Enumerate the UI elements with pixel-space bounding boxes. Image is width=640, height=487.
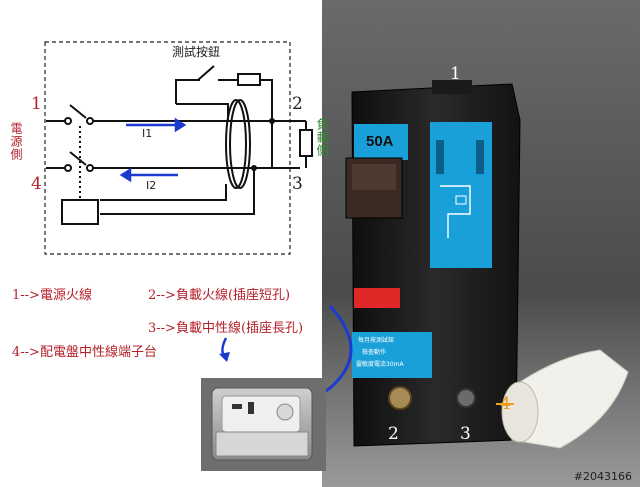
legend-item-3: 3-->負載中性線(插座長孔): [148, 321, 304, 336]
current-i1-label: I1: [142, 127, 153, 140]
breaker-photo: [345, 80, 629, 449]
test-button-red: [354, 288, 400, 308]
rating-badge: [354, 124, 408, 160]
neutral-wire-cap: [511, 349, 629, 449]
info-label: [352, 332, 432, 378]
source-side-label: 電源側: [9, 122, 23, 161]
junction-dots: [251, 118, 275, 171]
current-arrows: [119, 117, 187, 183]
diagram-wires: [46, 65, 313, 225]
diagram-frame: [44, 41, 291, 255]
terminal-3-label: 3: [292, 174, 303, 194]
watermark: #2043166: [573, 470, 632, 483]
rating-label: 50A: [366, 133, 394, 150]
legend-item-4: 4-->配電盤中性線端子台: [12, 345, 157, 360]
info-label-line-3: 靈敏度電流30mA: [356, 361, 404, 368]
terminal-1-label: 1: [31, 94, 42, 114]
photo-terminal-3: 3: [460, 424, 471, 444]
legend-item-2: 2-->負載火線(插座短孔): [148, 288, 291, 303]
current-i2-label: I2: [146, 179, 157, 192]
screw-terminal-2: [388, 386, 412, 410]
photo-terminal-1: 1: [450, 64, 461, 84]
terminal-4-label: 4: [31, 174, 42, 194]
photo-terminal-4: 4: [500, 394, 511, 414]
info-label-line-2: 檢查動作: [362, 349, 387, 356]
info-label-line-1: 每月按測試鈕: [358, 337, 395, 344]
photo-terminal-2: 2: [388, 424, 399, 444]
terminal-2-label: 2: [292, 94, 303, 114]
load-side-label: 負載側: [315, 118, 329, 157]
legend-item-1: 1-->電源火線: [12, 288, 92, 303]
socket-photo: [201, 378, 326, 471]
test-button-label: 測試按鈕: [172, 45, 221, 59]
